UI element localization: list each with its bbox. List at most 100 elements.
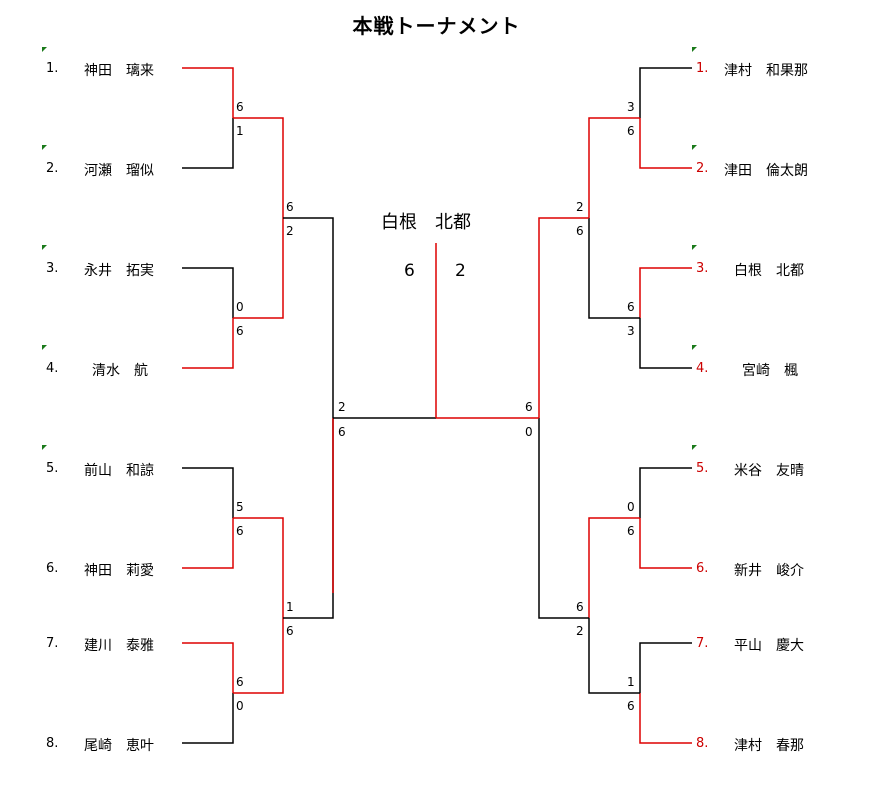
match-score: 1: [286, 600, 294, 614]
bracket-line: [233, 517, 284, 618]
bracket-line: [233, 618, 284, 694]
player-name: 津村 和果那: [724, 63, 808, 79]
match-score: 0: [236, 300, 244, 314]
match-score: 2: [576, 624, 584, 638]
flag-icon: [42, 145, 47, 150]
bracket-line: [182, 518, 234, 569]
bracket-line: [639, 693, 692, 744]
match-score: 2: [338, 400, 346, 414]
bracket-line: [182, 118, 234, 169]
seed-number: 2.: [46, 161, 59, 176]
bracket-line: [639, 318, 692, 369]
flag-icon: [42, 245, 47, 250]
bracket-line: [588, 618, 640, 694]
bracket-line: [588, 117, 640, 218]
seed-number: 2.: [696, 161, 709, 176]
match-score: 6: [236, 324, 244, 338]
match-score: 6: [627, 699, 635, 713]
seed-number: 8.: [696, 736, 709, 751]
seed-number: 5.: [696, 461, 709, 476]
seed-number: 3.: [696, 261, 709, 276]
seed-number: 1.: [696, 61, 709, 76]
bracket-line: [538, 418, 589, 619]
bracket-line: [283, 217, 334, 418]
player-name: 前山 和諒: [84, 463, 154, 479]
bracket-line: [639, 642, 692, 693]
seed-number: 5.: [46, 461, 59, 476]
player-name: 尾崎 恵叶: [84, 738, 154, 754]
match-score: 6: [236, 675, 244, 689]
match-score: 0: [525, 425, 533, 439]
player-name: 永井 拓実: [84, 263, 154, 279]
bracket-line: [283, 418, 334, 619]
bracket-line: [182, 318, 234, 369]
champion-name: 白根 北都: [381, 212, 471, 233]
match-score: 6: [627, 124, 635, 138]
match-score: 2: [576, 200, 584, 214]
match-score: 2: [286, 224, 294, 238]
match-score: 6: [286, 624, 294, 638]
flag-icon: [692, 245, 697, 250]
bracket-line: [639, 118, 692, 169]
seed-number: 7.: [696, 636, 709, 651]
seed-number: 6.: [696, 561, 709, 576]
bracket-line: [233, 117, 284, 218]
flag-icon: [692, 345, 697, 350]
player-name: 米谷 友晴: [734, 463, 804, 479]
final-score-right: 2: [455, 261, 466, 281]
match-score: 3: [627, 100, 635, 114]
flag-icon: [692, 445, 697, 450]
match-score: 6: [576, 600, 584, 614]
bracket-line: [233, 218, 284, 319]
seed-number: 7.: [46, 636, 59, 651]
flag-icon: [42, 445, 47, 450]
bracket-line: [588, 517, 640, 618]
match-score: 6: [286, 200, 294, 214]
bracket-line: [639, 467, 692, 518]
match-score: 6: [627, 524, 635, 538]
match-score: 6: [576, 224, 584, 238]
flag-icon: [692, 47, 697, 52]
match-score: 6: [236, 100, 244, 114]
seed-number: 8.: [46, 736, 59, 751]
seed-number: 3.: [46, 261, 59, 276]
flag-icon: [42, 345, 47, 350]
seed-number: 6.: [46, 561, 59, 576]
bracket-line: [182, 467, 234, 518]
page-title: 本戦トーナメント: [352, 14, 521, 38]
player-name: 平山 慶大: [734, 638, 804, 654]
match-score: 5: [236, 500, 244, 514]
bracket-line: [639, 267, 692, 318]
match-score: 6: [627, 300, 635, 314]
player-name: 神田 璃来: [84, 63, 154, 79]
final-score-left: 6: [404, 261, 415, 281]
match-score: 0: [627, 500, 635, 514]
player-name: 白根 北都: [734, 263, 804, 279]
player-name: 清水 航: [92, 363, 148, 379]
match-score: 1: [236, 124, 244, 138]
match-score: 6: [338, 425, 346, 439]
seed-number: 4.: [696, 361, 709, 376]
match-score: 6: [236, 524, 244, 538]
flag-icon: [42, 47, 47, 52]
player-name: 神田 莉愛: [84, 563, 154, 579]
seed-number: 1.: [46, 61, 59, 76]
bracket-line: [639, 67, 692, 118]
player-name: 建川 泰雅: [84, 638, 154, 654]
player-name: 新井 峻介: [734, 563, 804, 579]
player-name: 津村 春那: [734, 738, 804, 754]
match-score: 0: [236, 699, 244, 713]
player-name: 宮崎 楓: [742, 363, 798, 379]
bracket-line: [588, 218, 640, 319]
match-score: 6: [525, 400, 533, 414]
bracket-line: [182, 67, 234, 118]
flag-icon: [692, 145, 697, 150]
bracket-line: [182, 693, 234, 744]
bracket-line: [182, 267, 234, 318]
match-score: 3: [627, 324, 635, 338]
bracket-line: [639, 518, 692, 569]
player-name: 河瀬 瑠似: [84, 163, 154, 179]
bracket-line: [182, 642, 234, 693]
player-name: 津田 倫太朗: [724, 163, 808, 179]
